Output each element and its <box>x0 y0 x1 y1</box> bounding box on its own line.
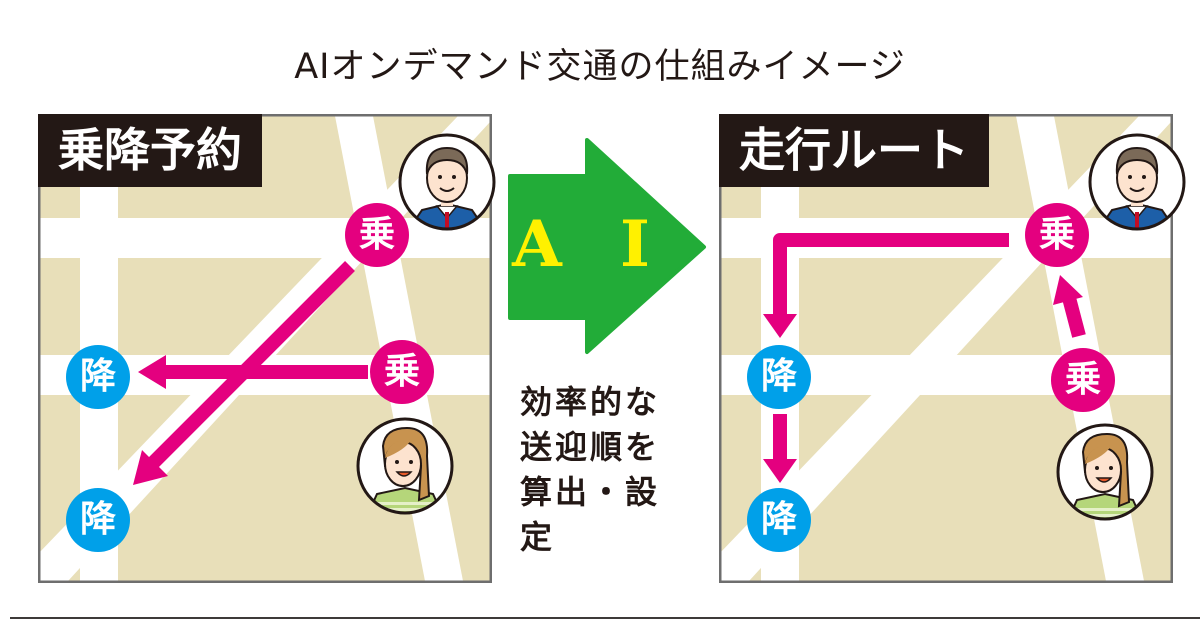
man-avatar-icon <box>398 133 496 231</box>
route-arrows <box>763 233 1086 483</box>
booking-map-panel: 乗降予約 乗 乗 降 降 <box>38 114 496 583</box>
bottom-divider <box>10 617 1200 619</box>
dropoff-marker: 降 <box>747 345 811 409</box>
description-line: 算出・設定 <box>520 473 661 556</box>
dropoff-marker: 降 <box>66 345 130 409</box>
ai-description: 効率的な 送迎順を 算出・設定 <box>520 380 690 560</box>
woman-avatar-icon <box>1056 423 1154 521</box>
booking-arrows <box>133 261 368 485</box>
ai-label: A I <box>512 207 668 282</box>
description-line: 効率的な <box>520 383 661 421</box>
pickup-marker: 乗 <box>1051 348 1115 412</box>
pickup-marker: 乗 <box>1025 203 1089 267</box>
panel-label-booking: 乗降予約 <box>38 114 262 187</box>
pickup-marker: 乗 <box>370 340 434 404</box>
dropoff-marker: 降 <box>747 488 811 552</box>
route-map-panel: 走行ルート 乗 乗 降 降 <box>719 114 1186 583</box>
pickup-marker: 乗 <box>345 203 409 267</box>
dropoff-marker: 降 <box>66 488 130 552</box>
ai-arrow-icon <box>508 138 706 354</box>
description-line: 送迎順を <box>520 428 661 466</box>
woman-avatar-icon <box>356 417 454 515</box>
man-avatar-icon <box>1088 133 1186 231</box>
panel-label-route: 走行ルート <box>719 114 989 187</box>
diagram-title: AIオンデマンド交通の仕組みイメージ <box>294 47 906 87</box>
